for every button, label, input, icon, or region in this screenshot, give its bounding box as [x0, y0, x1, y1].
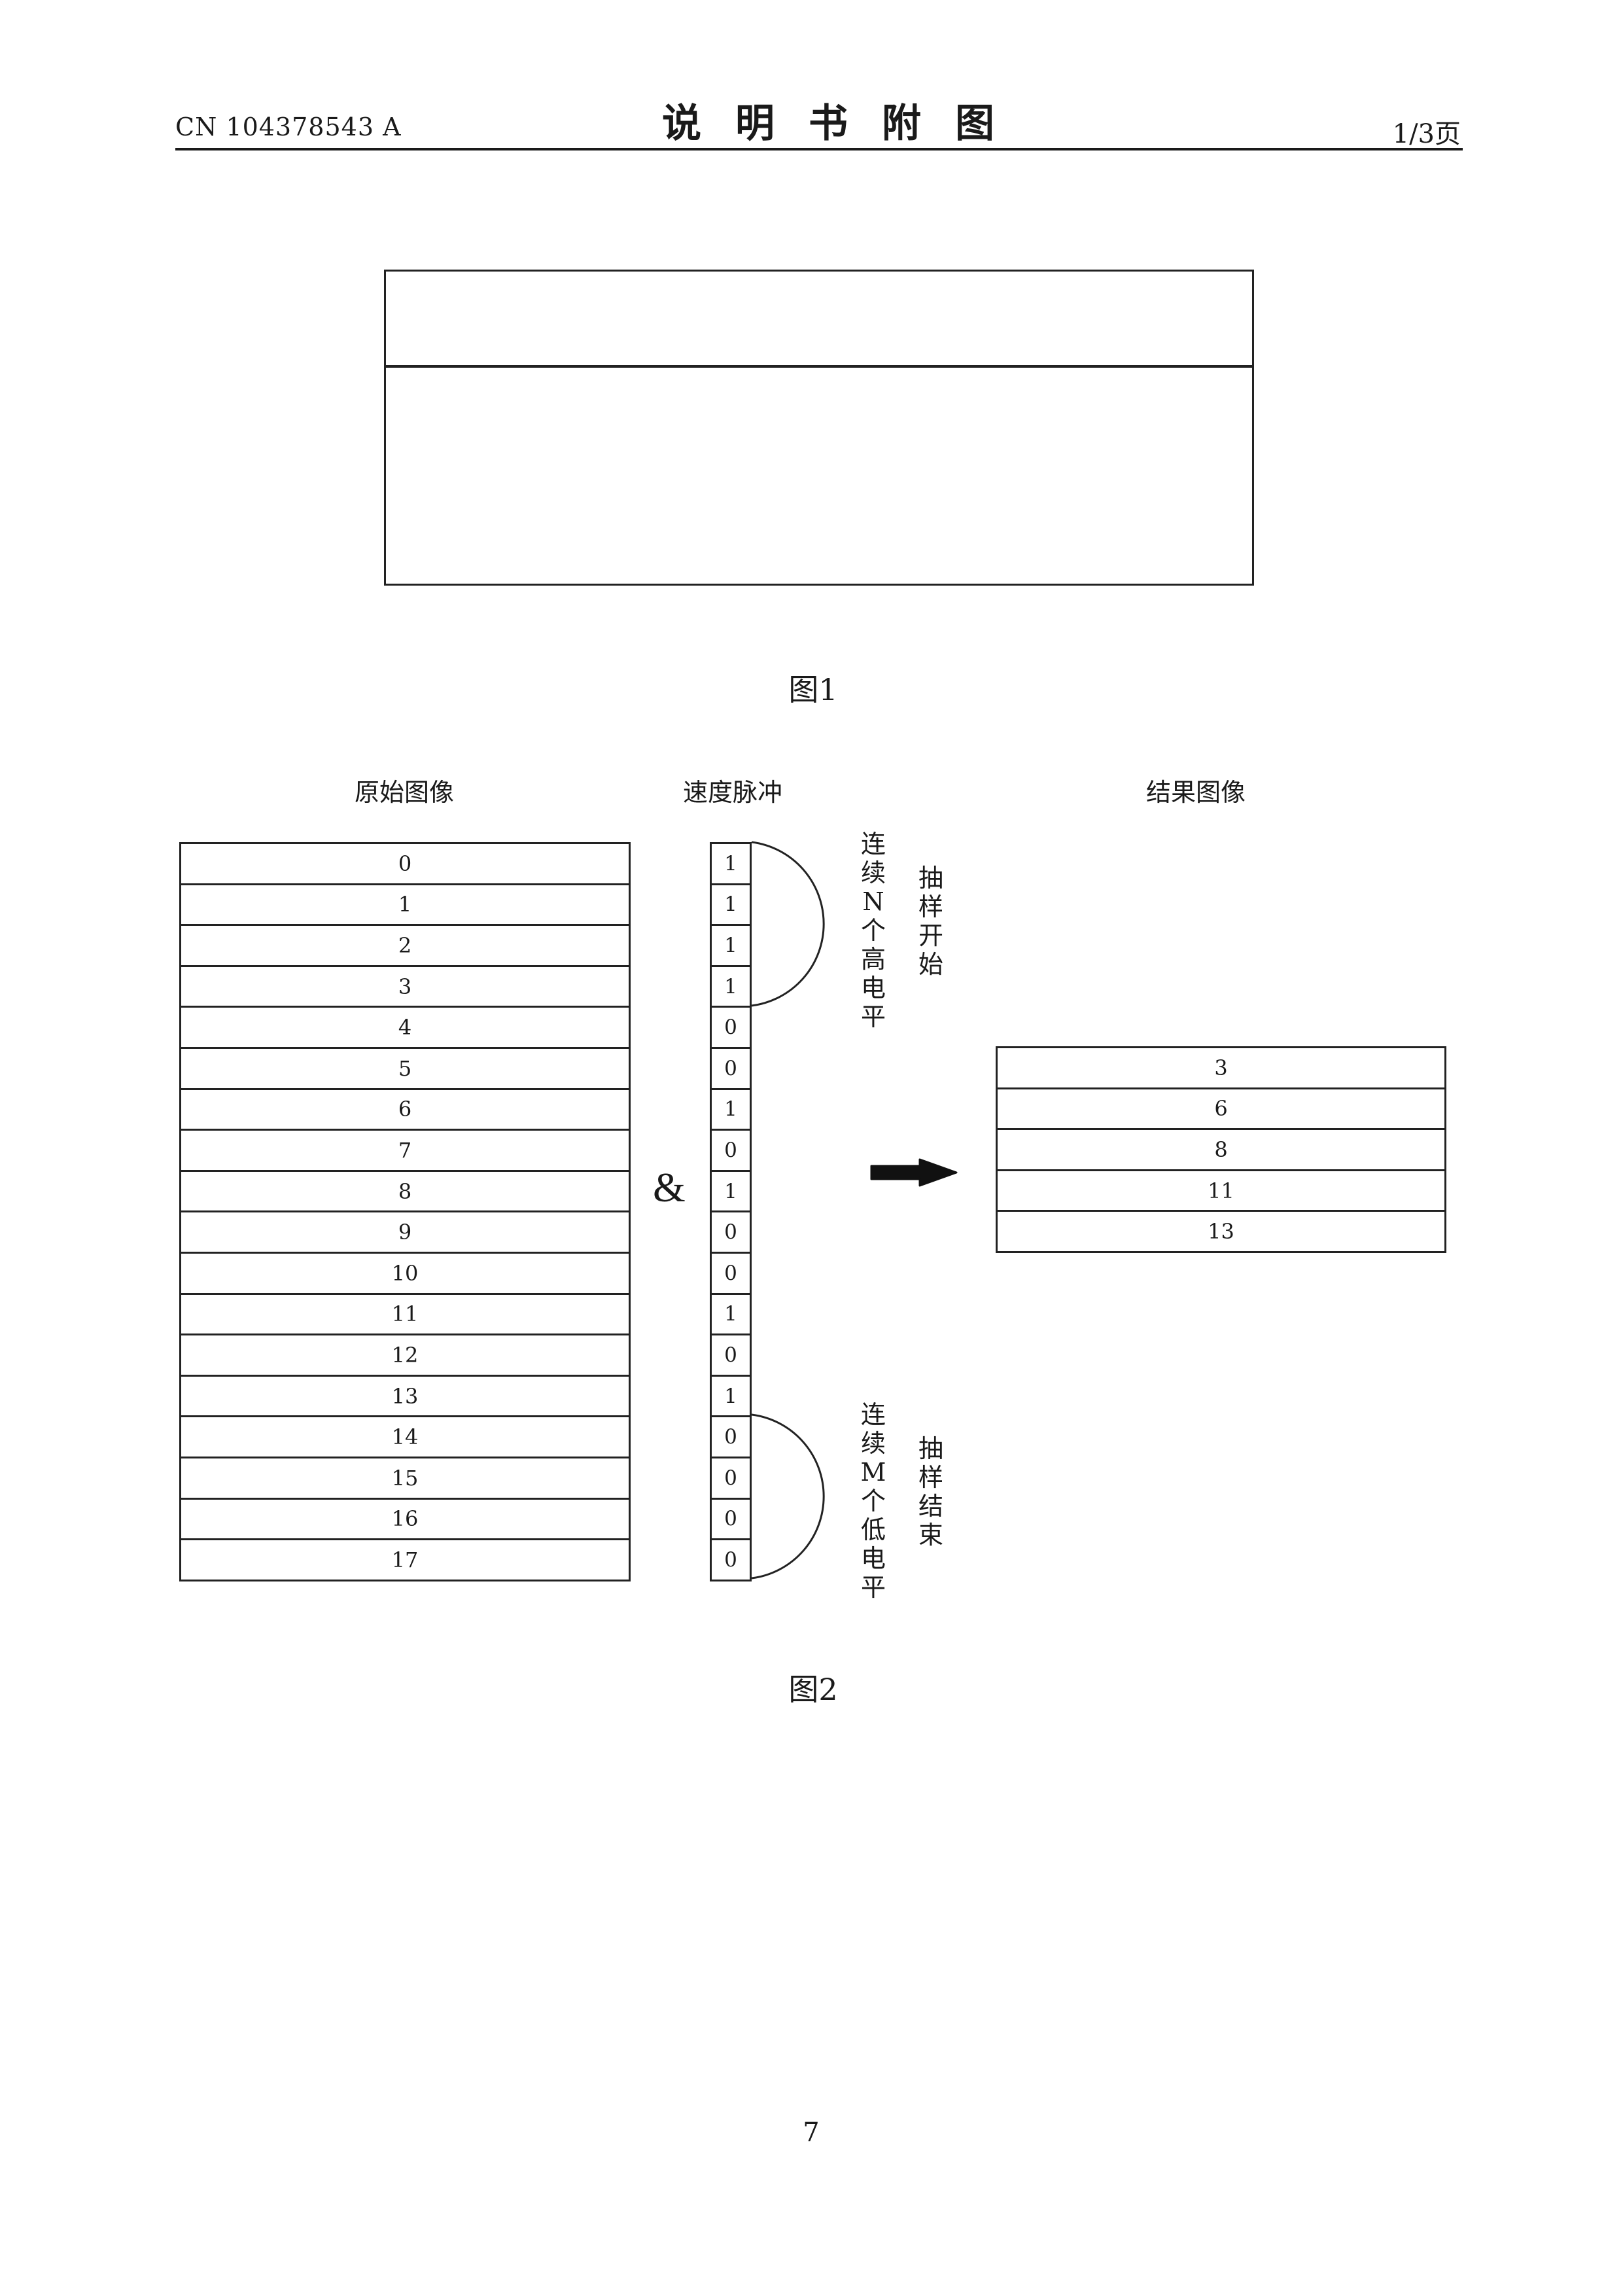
low-level-bracket	[752, 1415, 824, 1578]
top-condition-label: 连续N个高电平	[857, 830, 890, 1031]
right-arrow-icon	[871, 1159, 956, 1186]
top-action-label: 抽样开始	[915, 864, 947, 979]
page-number: 7	[785, 2117, 837, 2147]
bottom-action-label: 抽样结束	[915, 1434, 947, 1549]
figure2-caption: 图2	[715, 1666, 911, 1709]
high-level-bracket	[752, 842, 824, 1006]
bottom-condition-label: 连续M个低电平	[857, 1400, 890, 1602]
